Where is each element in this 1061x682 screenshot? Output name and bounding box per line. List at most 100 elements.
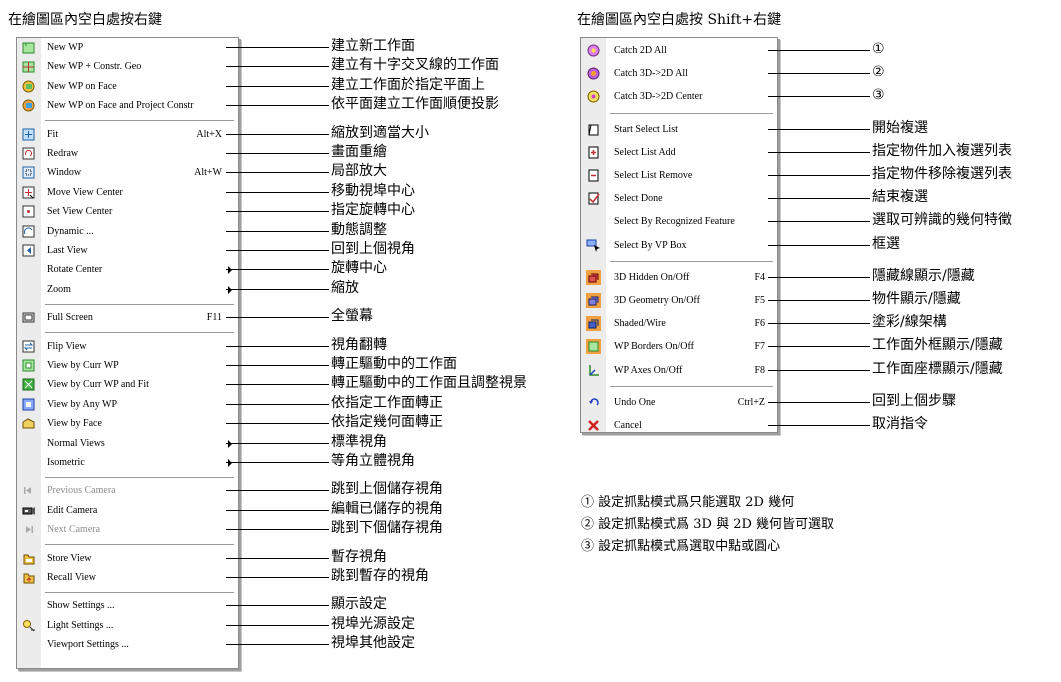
- menu-item-flip-view[interactable]: Flip View: [17, 337, 238, 356]
- menu-item-zoom[interactable]: Zoom: [17, 280, 238, 299]
- menu-item-show-settings[interactable]: Show Settings ...: [17, 596, 238, 615]
- menu-item-start-select-list[interactable]: Start Select List: [581, 118, 777, 141]
- callout-description: 全螢幕: [331, 308, 373, 325]
- callout-leader-line: [226, 230, 329, 232]
- menu-item-label: Flip View: [47, 340, 87, 352]
- menu-separator: [45, 591, 234, 593]
- menu-item-label: Zoom: [47, 283, 71, 295]
- right-panel-title: 在繪圖區內空白處按 Shift+右鍵: [577, 12, 782, 28]
- callout-leader-line: [768, 323, 870, 325]
- menu-item-last-view[interactable]: Last View: [17, 241, 238, 260]
- callout-leader-line: [226, 66, 329, 68]
- menu-item-shortcut: Ctrl+Z: [737, 396, 765, 408]
- callout-description: 視埠其他設定: [331, 635, 415, 652]
- next-camera-icon: [21, 522, 36, 537]
- store-view-icon: [21, 551, 36, 566]
- menu-item-recall-view[interactable]: Recall View: [17, 568, 238, 587]
- menu-item-new-wp-on-face-and-project-constr[interactable]: New WP on Face and Project Constr: [17, 96, 238, 115]
- callout-description: 建立有十字交叉線的工作面: [331, 57, 499, 74]
- menu-item-edit-camera[interactable]: Edit Camera: [17, 501, 238, 520]
- menu-item-normal-views[interactable]: Normal Views: [17, 434, 238, 453]
- callout-description: 回到上個步驟: [872, 392, 956, 409]
- menu-item-redraw[interactable]: Redraw: [17, 144, 238, 163]
- menu-item-viewport-settings[interactable]: Viewport Settings ...: [17, 635, 238, 654]
- menu-item-select-by-recognized-feature[interactable]: Select By Recognized Feature: [581, 210, 777, 233]
- callout-leader-line: [226, 529, 329, 531]
- menu-item-new-wp-on-face[interactable]: New WP on Face: [17, 77, 238, 96]
- menu-item-store-view[interactable]: Store View: [17, 549, 238, 568]
- menu-item-label: New WP + Constr. Geo: [47, 61, 142, 73]
- callout-description: 開始複選: [872, 119, 928, 136]
- menu-item-shortcut: Alt+X: [196, 128, 222, 140]
- callout-description: 隱藏線顯示/隱藏: [872, 267, 975, 284]
- callout-leader-line: [768, 276, 870, 278]
- menu-item-select-done[interactable]: Select Done: [581, 187, 777, 210]
- menu-item-label: Edit Camera: [47, 504, 98, 516]
- menu-item-view-by-curr-wp-and-fit[interactable]: View by Curr WP and Fit: [17, 375, 238, 394]
- callout-leader-line: [226, 605, 329, 607]
- menu-item-shortcut: F6: [754, 318, 765, 330]
- menu-item-view-by-curr-wp[interactable]: View by Curr WP: [17, 356, 238, 375]
- menu-item-label: Light Settings ...: [47, 619, 114, 631]
- callout-leader-line: [226, 153, 329, 154]
- menu-item-select-list-remove[interactable]: Select List Remove: [581, 164, 777, 187]
- menu-separator: [45, 332, 234, 334]
- menu-item-view-by-any-wp[interactable]: View by Any WP: [17, 395, 238, 414]
- menu-item-select-list-add[interactable]: Select List Add: [581, 141, 777, 164]
- menu-item-new-wp[interactable]: New WP: [17, 38, 238, 57]
- callout-description: 工作面座標顯示/隱藏: [872, 360, 1003, 377]
- shaded-wire-icon: [586, 316, 601, 332]
- move-view-center-icon: [21, 185, 36, 200]
- catch-3d-2d-center-icon: [586, 89, 601, 104]
- callout-leader-line: [226, 509, 329, 511]
- menu-item-label: View by Any WP: [47, 398, 118, 410]
- callout-description: 暫存視角: [331, 548, 387, 565]
- menu-item-label: New WP on Face and Project Constr: [47, 100, 194, 112]
- callout-description: 局部放大: [331, 163, 387, 180]
- menu-item-move-view-center[interactable]: Move View Center: [17, 183, 238, 202]
- menu-item-select-by-vp-box[interactable]: Select By VP Box: [581, 234, 777, 257]
- menu-item-rotate-center[interactable]: Rotate Center: [17, 260, 238, 279]
- menu-item-label: WP Axes On/Off: [614, 364, 683, 376]
- menu-item-cancel[interactable]: Cancel: [581, 414, 777, 432]
- menu-item-dynamic[interactable]: Dynamic ...: [17, 222, 238, 241]
- menu-item-catch-3d-2d-all[interactable]: Catch 3D->2D All: [581, 62, 777, 85]
- menu-item-label: Window: [47, 167, 82, 179]
- callout-description: 選取可辨識的幾何特徵: [872, 212, 1012, 229]
- callout-description: 建立工作面於指定平面上: [331, 76, 485, 93]
- start-select-list-icon: [586, 122, 601, 137]
- menu-item-catch-3d-2d-center[interactable]: Catch 3D->2D Center: [581, 85, 777, 108]
- view-by-face-icon: [21, 416, 36, 431]
- menu-item-label: Set View Center: [47, 206, 113, 218]
- callout-leader-line: [768, 221, 870, 223]
- menu-item-isometric[interactable]: Isometric: [17, 453, 238, 472]
- callout-leader-line: [226, 384, 329, 386]
- menu-item-set-view-center[interactable]: Set View Center: [17, 202, 238, 221]
- hidden-line-icon: [586, 269, 601, 285]
- callout-description: 跳到上個儲存視角: [331, 481, 443, 498]
- menu-item-view-by-face[interactable]: View by Face: [17, 414, 238, 433]
- menu-item-label: New WP: [47, 42, 84, 53]
- callout-description: 指定物件移除複選列表: [872, 166, 1012, 182]
- menu-item-new-wp-constr-geo[interactable]: New WP + Constr. Geo: [17, 57, 238, 76]
- callout-leader-line: [226, 624, 329, 626]
- callout-description: 畫面重繪: [331, 144, 387, 160]
- callout-leader-line: [226, 317, 329, 319]
- callout-description: 移動視埠中心: [331, 182, 415, 199]
- menu-item-label: View by Curr WP and Fit: [47, 379, 149, 391]
- menu-item-light-settings[interactable]: Light Settings ...: [17, 616, 238, 635]
- callout-description: 依指定幾何面轉正: [331, 414, 443, 431]
- menu-item-catch-2d-all[interactable]: Catch 2D All: [581, 39, 777, 62]
- callout-leader-line: [768, 73, 870, 75]
- select-done-icon: [586, 191, 601, 206]
